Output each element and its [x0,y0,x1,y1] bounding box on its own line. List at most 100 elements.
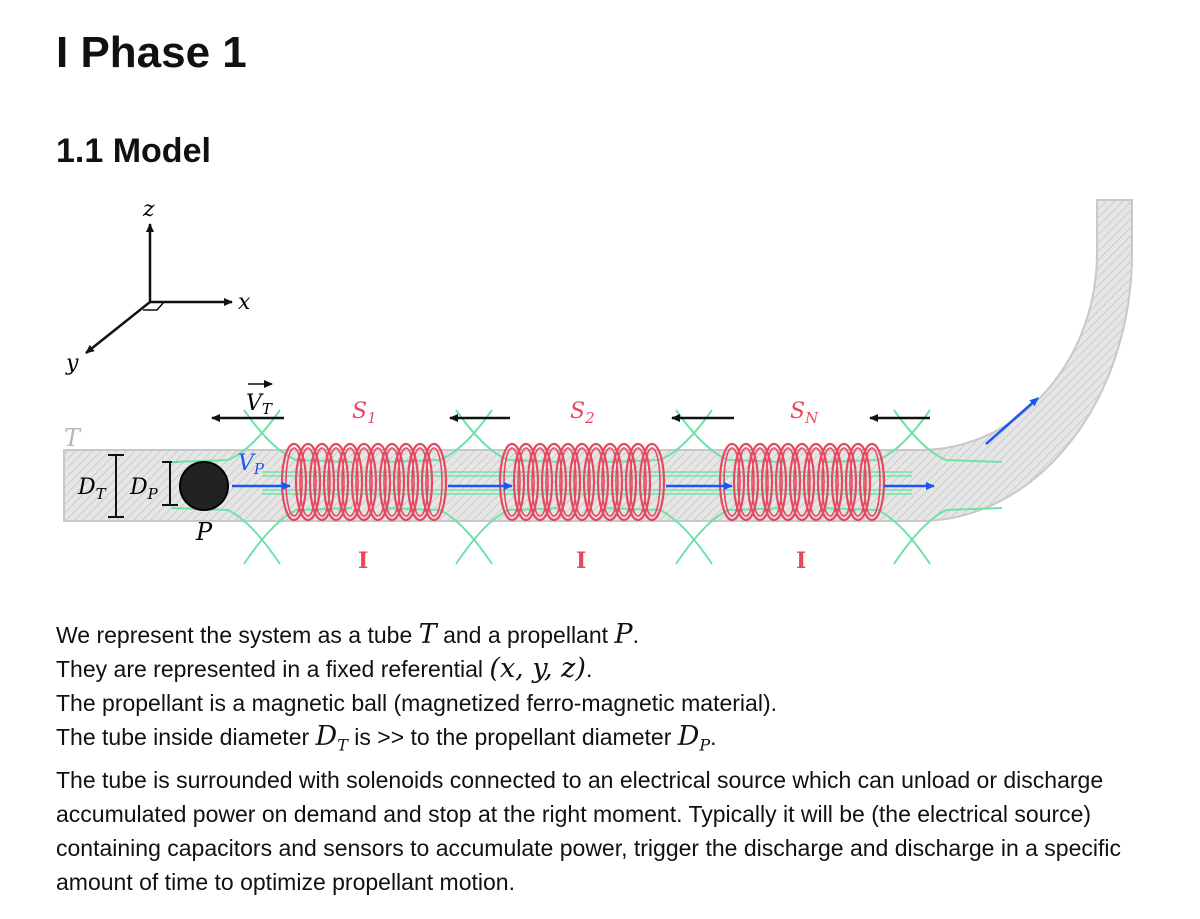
coil-loop [526,442,554,522]
axis-y-label: y [65,351,79,376]
coil-loop [643,447,661,517]
coil-loop [322,442,350,522]
coil-loop [341,447,359,517]
coil-loop [615,447,633,517]
model-diagram: T z x y DT DP P VT VP [63,197,1133,574]
line-propellant: The propellant is a magnetic ball (magne… [56,690,777,716]
coil-loop [596,442,624,522]
coil-loop [573,447,591,517]
field-line [821,507,931,565]
coil-loop [336,442,364,522]
coil-loop [383,447,401,517]
coil-loop [540,442,568,522]
coil-loop [378,442,406,522]
current-label: I [576,548,586,574]
coil-loop [498,442,526,522]
coil-loop [397,447,415,517]
coil-loop [751,447,769,517]
coil-loop [327,447,345,517]
coil-loop [638,442,666,522]
coil-loop [732,442,760,522]
coil-loop [350,442,378,522]
coil-loop [858,442,886,522]
coil-loop [835,447,853,517]
coil-loop [392,442,420,522]
coil-loop [802,442,830,522]
coil-loop [765,447,783,517]
propellant-label: P [195,518,213,546]
coil-loop [411,447,429,517]
coil-loop [355,447,373,517]
field-line [171,507,281,565]
propellant-path-arrows [448,397,1039,490]
axis-z-label: z [142,197,155,222]
section-heading: I Phase 1 [56,28,247,77]
solenoid-2 [498,442,666,522]
line-tube-propellant: We represent the system as a tube T and … [56,619,639,650]
coil-loop [779,447,797,517]
svg-text:VP: VP [238,451,265,478]
line-referential: They are represented in a fixed referent… [56,653,593,684]
field-line [893,507,1003,565]
coil-loop [587,447,605,517]
solenoid-1 [280,442,448,522]
propellant-diameter-marker: DP [129,461,178,506]
solenoid-label: S1 [352,399,377,427]
current-label: I [796,548,806,574]
tube-diameter-marker: DT [77,454,124,518]
line-solenoids: The tube is surrounded with solenoids co… [56,766,1121,895]
line-diameters: The tube inside diameter DT is >> to the… [56,721,717,755]
coil-loop [760,442,788,522]
current-label: I [358,548,368,574]
coil-loop [788,442,816,522]
svg-text:VT: VT [246,391,273,418]
coil-loop [816,442,844,522]
coil-loop [718,442,746,522]
coil-loop [568,442,596,522]
field-line [243,507,353,565]
model-description: We represent the system as a tube T and … [56,618,1166,899]
coil-loop [406,442,434,522]
coil-loop [821,447,839,517]
coil-loop [863,447,881,517]
coil-loop [554,442,582,522]
solenoid-label: SN [790,399,819,427]
coil-loop [369,447,387,517]
coil-loop [849,447,867,517]
coil-loop [582,442,610,522]
coil-loop [737,447,755,517]
subsection-heading: 1.1 Model [56,132,211,170]
coil-loop [746,442,774,522]
coordinate-axes: z x y [65,197,251,376]
coil-loop [313,447,331,517]
coil-loop [774,442,802,522]
coil-loop [601,447,619,517]
axis-x-label: x [238,290,251,315]
coil-loop [512,442,540,522]
coil-loop [531,447,549,517]
tube-label: T [64,424,82,452]
propellant-ball [179,461,229,511]
coil-loop [308,442,336,522]
coil-loop [807,447,825,517]
coil-loop [420,442,448,522]
coil-loop [830,442,858,522]
field-line [383,507,493,565]
svg-text:DT: DT [77,475,107,503]
coil-loop [844,442,872,522]
coil-loop [517,447,535,517]
coil-loop [559,447,577,517]
coil-loop [364,442,392,522]
coil-loop [299,447,317,517]
coil-loop [629,447,647,517]
coil-loop [793,447,811,517]
svg-text:DP: DP [129,475,159,503]
coil-loop [425,447,443,517]
solenoid-3 [718,442,886,522]
solenoids [280,442,886,522]
coil-loop [610,442,638,522]
coil-loop [294,442,322,522]
propellant-velocity-vector: VP [232,451,291,490]
coil-loop [624,442,652,522]
